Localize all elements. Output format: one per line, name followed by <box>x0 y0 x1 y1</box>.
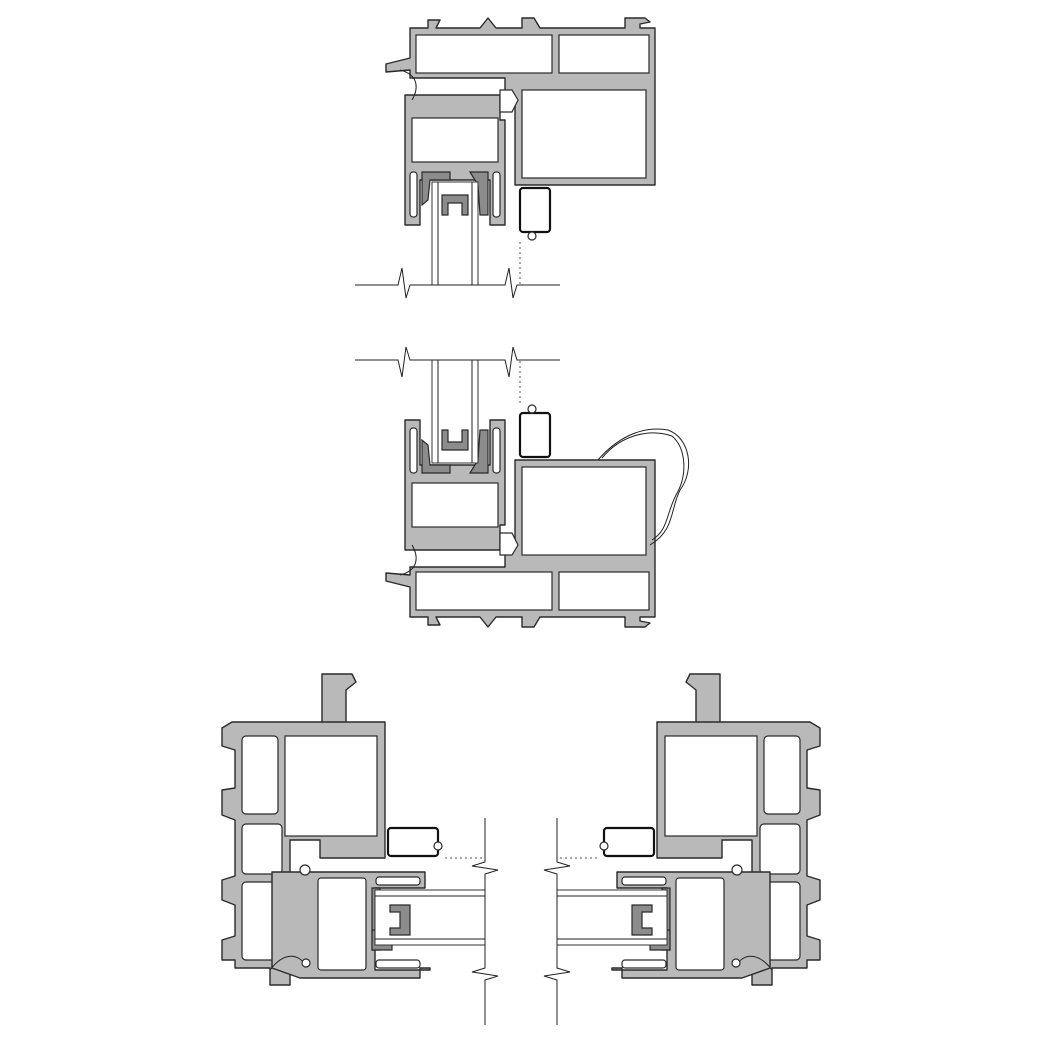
left-jamb-section <box>220 672 500 1027</box>
sill-extension-sketch <box>597 428 689 546</box>
head-section <box>353 16 657 300</box>
right-jamb-section <box>542 672 822 1027</box>
sill-section <box>353 345 657 629</box>
sill-extension-sketch-2 <box>601 432 685 541</box>
